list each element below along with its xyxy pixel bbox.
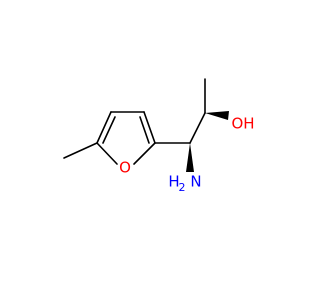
wedge-bond-nh2 bbox=[186, 143, 194, 172]
amine-n-label: N bbox=[190, 173, 201, 191]
bond-c3-c2 bbox=[143, 111, 156, 144]
hydroxyl-label: OH bbox=[231, 115, 254, 133]
molecule-diagram: O OH H 2 N bbox=[63, 78, 255, 194]
bond-methyl-c5 bbox=[63, 142, 98, 159]
bond-c2-o bbox=[133, 142, 156, 165]
ring-oxygen-label: O bbox=[119, 159, 131, 177]
bond-c5-c4 bbox=[96, 111, 112, 144]
amine-h-label: H bbox=[168, 173, 179, 191]
wedge-bond-oh bbox=[205, 111, 229, 120]
amine-h2-subscript: 2 bbox=[179, 181, 186, 194]
bond-o-c5 bbox=[96, 142, 118, 165]
bond-c3-c2-double bbox=[139, 116, 150, 144]
bond-c5-c4-double bbox=[102, 116, 116, 144]
bond-ca-cb bbox=[189, 112, 206, 144]
